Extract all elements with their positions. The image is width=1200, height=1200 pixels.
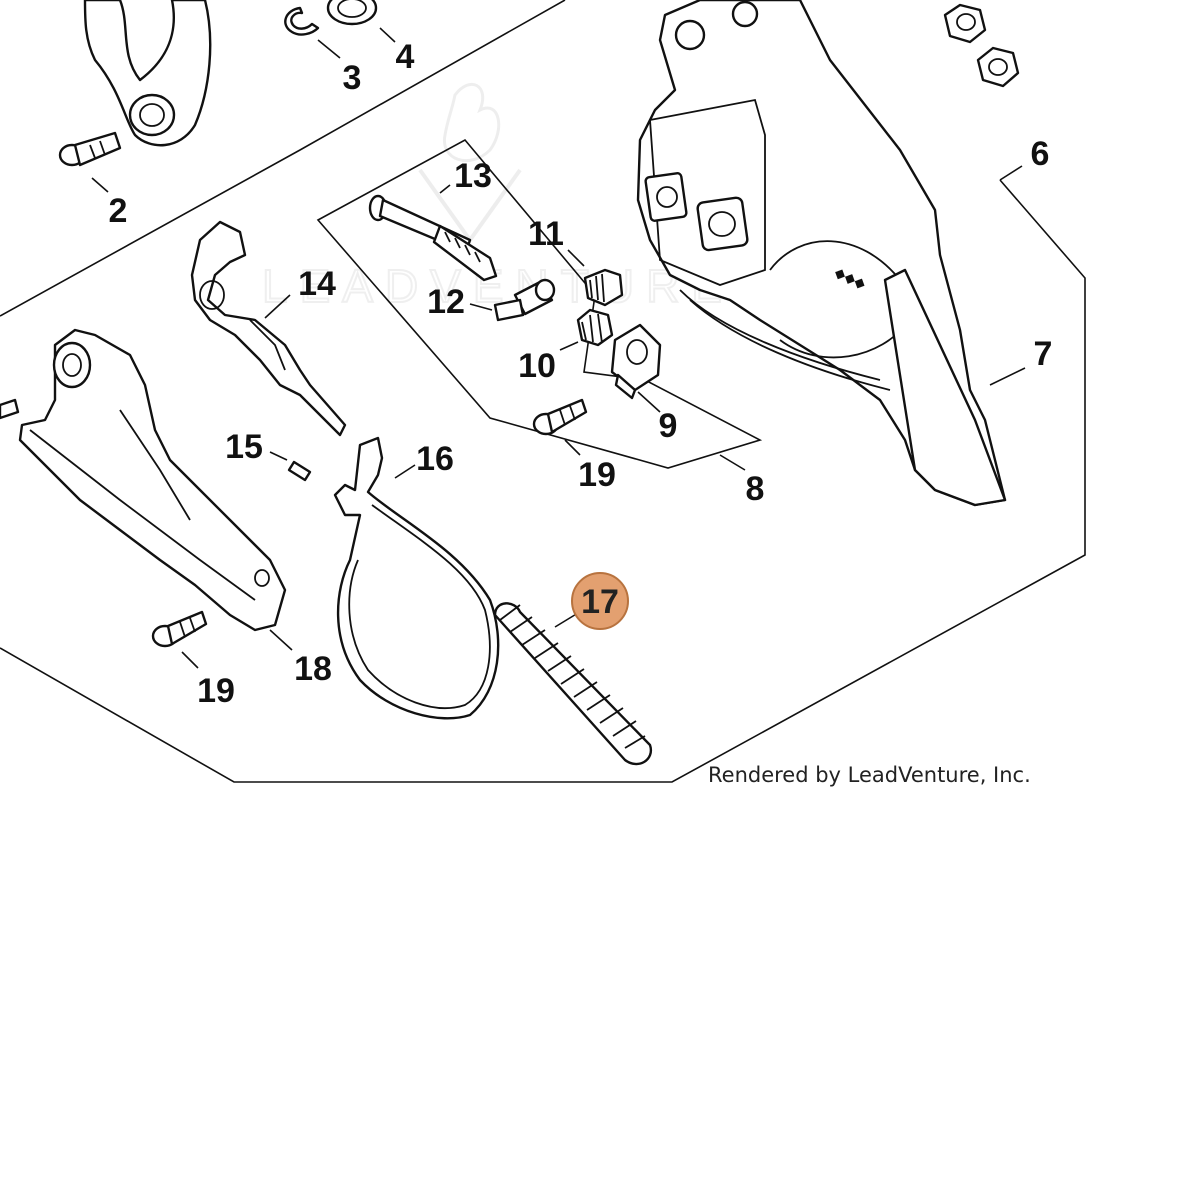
callout-2[interactable]: 2 xyxy=(109,192,128,230)
circlip-3 xyxy=(284,6,341,59)
callout-9[interactable]: 9 xyxy=(659,407,678,445)
leader-13 xyxy=(439,184,451,194)
callout-4[interactable]: 4 xyxy=(396,38,415,76)
leader-17 xyxy=(554,612,579,628)
screw-19-upper xyxy=(532,398,588,456)
callout-19-lower[interactable]: 19 xyxy=(197,672,235,710)
callout-8[interactable]: 8 xyxy=(746,470,765,508)
highlight-circle xyxy=(571,572,629,630)
leader-16 xyxy=(394,464,416,479)
assembly-frame xyxy=(0,0,566,317)
callout-16[interactable]: 16 xyxy=(416,440,454,478)
callout-18[interactable]: 18 xyxy=(294,650,332,688)
leader-9 xyxy=(637,391,661,413)
callout-12[interactable]: 12 xyxy=(427,283,465,321)
screw-2 xyxy=(58,131,122,193)
callout-7[interactable]: 7 xyxy=(1034,335,1053,373)
brake-band-16 xyxy=(333,436,500,720)
callout-15[interactable]: 15 xyxy=(225,428,263,466)
leader-6 xyxy=(999,165,1023,181)
leader-7 xyxy=(989,367,1026,386)
tension-screw-13 xyxy=(368,184,498,282)
callout-10[interactable]: 10 xyxy=(518,347,556,385)
block-9 xyxy=(610,323,662,413)
screw-left-edge xyxy=(0,398,20,420)
leader-18 xyxy=(269,629,293,651)
bracket-18 xyxy=(18,328,293,651)
gear-11 xyxy=(567,249,624,307)
nuts xyxy=(943,3,1020,88)
housing-6: ◆◆◆ xyxy=(636,0,1026,507)
leader-8 xyxy=(719,454,746,471)
assembly-frame-right xyxy=(0,179,1086,783)
leader-3 xyxy=(317,39,341,59)
callout-17-highlight[interactable]: 17 xyxy=(571,572,629,630)
spring-17 xyxy=(493,602,653,766)
leader-10 xyxy=(559,341,579,351)
callout-6[interactable]: 6 xyxy=(1031,135,1050,173)
callout-3[interactable]: 3 xyxy=(343,59,362,97)
render-credit: Rendered by LeadVenture, Inc. xyxy=(708,763,1031,787)
callout-14[interactable]: 14 xyxy=(298,265,336,303)
lever-14 xyxy=(190,220,347,437)
arm-part xyxy=(83,0,212,147)
leader-2 xyxy=(91,177,109,193)
callout-labels: 2 3 4 6 7 8 9 10 11 12 13 14 15 16 18 19… xyxy=(109,38,1053,710)
leader-19-lower xyxy=(181,651,199,669)
pin-15 xyxy=(269,451,312,482)
gear-10 xyxy=(559,308,614,351)
leader-11 xyxy=(567,249,585,267)
leader-12 xyxy=(469,303,493,311)
callout-11[interactable]: 11 xyxy=(528,215,564,253)
screw-19-lower xyxy=(151,610,208,669)
callout-13[interactable]: 13 xyxy=(454,157,492,195)
leader-15 xyxy=(269,451,288,461)
pin-12 xyxy=(469,278,556,322)
leader-14 xyxy=(264,294,291,319)
washer-4 xyxy=(326,0,396,43)
callout-17[interactable]: 17 xyxy=(581,583,619,621)
callout-19-upper[interactable]: 19 xyxy=(578,456,616,494)
leader-4 xyxy=(379,27,396,43)
leader-19-upper xyxy=(564,439,581,456)
